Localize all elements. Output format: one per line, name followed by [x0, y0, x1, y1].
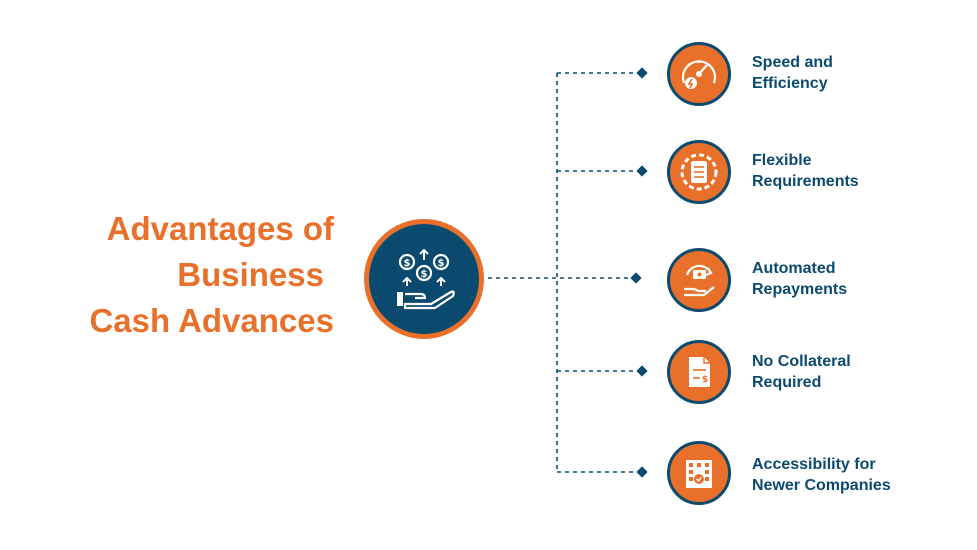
- item-label-line: Flexible: [752, 152, 812, 169]
- svg-text:$: $: [404, 258, 411, 269]
- gear-checklist-icon: [680, 153, 718, 191]
- central-hub: $ $ $: [364, 219, 484, 339]
- no-collateral-label: No Collateral Required: [752, 351, 972, 393]
- connector-diamond: [636, 165, 648, 177]
- item-label-line: No Collateral: [752, 353, 851, 370]
- title-line-3: Cash Advances: [89, 302, 334, 339]
- flexible-requirements-node: [667, 140, 731, 204]
- item-label-line: Accessibility for: [752, 456, 876, 473]
- speed-efficiency-node: [667, 42, 731, 106]
- connector-diamond: [630, 272, 642, 284]
- speed-efficiency-label: Speed and Efficiency: [752, 52, 972, 94]
- connector-diamond: [636, 67, 648, 79]
- item-label-line: Efficiency: [752, 75, 828, 92]
- connector-diamond: [636, 466, 648, 478]
- hand-refresh-money-icon: [684, 264, 715, 297]
- document-dollar-icon: $: [689, 357, 710, 387]
- speedometer-icon: [681, 60, 717, 89]
- connector-diamond: [636, 365, 648, 377]
- no-collateral-node: $: [667, 340, 731, 404]
- accessibility-node: [667, 441, 731, 505]
- item-label-line: Repayments: [752, 281, 848, 298]
- item-label-line: Speed and: [752, 54, 833, 71]
- diagram-title: Advantages of Business Cash Advances: [20, 206, 334, 344]
- item-label-line: Automated: [752, 260, 836, 277]
- svg-text:$: $: [438, 258, 445, 269]
- svg-text:$: $: [421, 269, 428, 280]
- automated-repayments-label: Automated Repayments: [752, 258, 972, 300]
- title-line-2: Business: [177, 256, 324, 293]
- item-label-line: Requirements: [752, 173, 859, 190]
- flexible-requirements-label: Flexible Requirements: [752, 150, 972, 192]
- item-label-line: Required: [752, 374, 822, 391]
- accessibility-label: Accessibility for Newer Companies: [752, 454, 972, 496]
- item-label-line: Newer Companies: [752, 477, 891, 494]
- automated-repayments-node: [667, 248, 731, 312]
- title-line-1: Advantages of: [106, 210, 334, 247]
- office-building-icon: [686, 460, 712, 488]
- svg-text:$: $: [702, 375, 708, 385]
- hand-with-dollar-coins-icon: $ $ $: [397, 248, 455, 310]
